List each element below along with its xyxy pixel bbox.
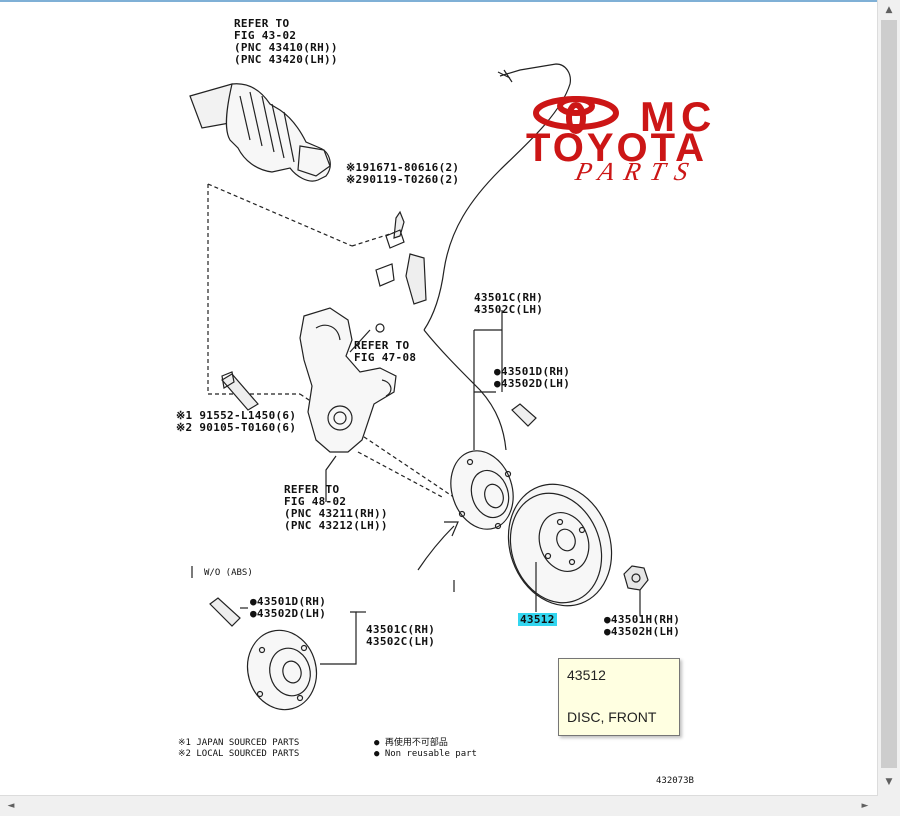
callout-line: ●43501D(RH) [494, 365, 571, 378]
legend-sourcing: ※1 JAPAN SOURCED PARTS ※2 LOCAL SOURCED … [178, 738, 299, 760]
callout-hub-top[interactable]: 43501C(RH) 43502C(LH) [474, 292, 543, 316]
callout-nut[interactable]: ●43501H(RH) ●43502H(LH) [604, 614, 680, 638]
callout-line: ●43502H(LH) [604, 625, 681, 638]
callout-line: FIG 48-02 [284, 495, 347, 508]
callout-disc-part[interactable]: 43512 [518, 613, 557, 626]
legend-line: ※1 JAPAN SOURCED PARTS [178, 738, 300, 748]
callout-line: ●43501H(RH) [604, 613, 681, 626]
vertical-scrollbar[interactable]: ▲ ▼ [877, 0, 900, 796]
callout-line: ●43502D(LH) [250, 607, 327, 620]
horizontal-scrollbar[interactable]: ◄ ► [0, 795, 878, 816]
legend-line: ● Non reusable part [374, 749, 477, 759]
callout-line: (PNC 43410(RH)) [234, 41, 338, 54]
callout-refer-fig-48[interactable]: REFER TO FIG 48-02 (PNC 43211(RH)) (PNC … [284, 484, 388, 532]
logo-mc-text: MC [640, 93, 718, 140]
scroll-left-icon[interactable]: ◄ [2, 798, 20, 814]
hub-assembly-bottom [209, 597, 318, 711]
callout-bolt-hub-top[interactable]: ●43501D(RH) ●43502D(LH) [494, 366, 570, 390]
top-rule [0, 0, 878, 2]
disc-part-number: 43512 [518, 613, 557, 626]
knuckle-bolt [221, 371, 259, 411]
brake-disc [507, 483, 613, 607]
callout-line: 43501C(RH) [474, 291, 544, 304]
callout-line: REFER TO [354, 339, 410, 352]
toyota-emblem-icon [533, 96, 619, 134]
callout-line: ※2 90105-T0160(6) [176, 421, 297, 434]
tooltip-description: DISC, FRONT [567, 709, 657, 725]
legend-line: ※2 LOCAL SOURCED PARTS [178, 749, 300, 759]
parts-diagram [189, 63, 649, 711]
callout-line: (PNC 43420(LH)) [234, 53, 338, 66]
callout-line: FIG 43-02 [234, 29, 297, 42]
part-tooltip: 43512 DISC, FRONT [558, 658, 680, 736]
logo-parts-text: PARTS [573, 157, 701, 186]
abs-sensor-cable [375, 63, 571, 451]
hub-assembly-top [450, 450, 514, 530]
callout-line: ●43501D(RH) [250, 595, 327, 608]
tooltip-part-number: 43512 [567, 667, 606, 683]
drive-shaft [189, 83, 331, 182]
scrollbar-corner [878, 796, 900, 816]
legend-reuse: ● 再使用不可部品 ● Non reusable part [374, 738, 477, 760]
callout-line: REFER TO [284, 483, 340, 496]
leader-lines [240, 310, 641, 665]
hub-bolt-top [511, 403, 537, 427]
direction-arrow [417, 521, 459, 571]
wo-abs-label: W/O (ABS) [204, 568, 253, 578]
legend-line: ● 再使用不可部品 [374, 738, 448, 748]
callout-line: 43502C(LH) [366, 635, 436, 648]
callout-line: ●43502D(LH) [494, 377, 571, 390]
callout-line: (PNC 43212(LH)) [284, 519, 388, 532]
callout-hub-bottom[interactable]: 43501C(RH) 43502C(LH) [366, 624, 435, 648]
steering-knuckle [299, 307, 397, 453]
callout-bolt-top[interactable]: ※191671-80616(2) ※290119-T0260(2) [346, 162, 459, 186]
callout-line: (PNC 43211(RH)) [284, 507, 388, 520]
callout-line: REFER TO [234, 17, 290, 30]
callout-line: ※191671-80616(2) [346, 161, 460, 174]
callout-line: ※290119-T0260(2) [346, 173, 460, 186]
callout-refer-fig-43[interactable]: REFER TO FIG 43-02 (PNC 43410(RH)) (PNC … [234, 18, 338, 66]
callout-bolt-left[interactable]: ※1 91552-L1450(6) ※2 90105-T0160(6) [176, 410, 296, 434]
callout-refer-fig-47[interactable]: REFER TO FIG 47-08 [354, 340, 416, 364]
callout-line: FIG 47-08 [354, 351, 417, 364]
logo-toyota-text: TOYOTA [526, 126, 707, 170]
top-bolt [385, 210, 405, 249]
callout-line: ※1 91552-L1450(6) [176, 409, 297, 422]
callout-line: 43502C(LH) [474, 303, 544, 316]
scroll-right-icon[interactable]: ► [856, 798, 874, 814]
vertical-scroll-thumb[interactable] [881, 20, 897, 768]
callout-line: 43501C(RH) [366, 623, 436, 636]
scroll-up-icon[interactable]: ▲ [880, 2, 898, 18]
callout-bolt-hub-bottom[interactable]: ●43501D(RH) ●43502D(LH) [250, 596, 326, 620]
lug-nut [623, 565, 649, 591]
diagram-viewport: MC TOYOTA PARTS REFER TO FIG 43-02 (PNC … [0, 0, 878, 786]
scroll-down-icon[interactable]: ▼ [880, 774, 898, 790]
figure-code: 432073B [656, 776, 694, 786]
